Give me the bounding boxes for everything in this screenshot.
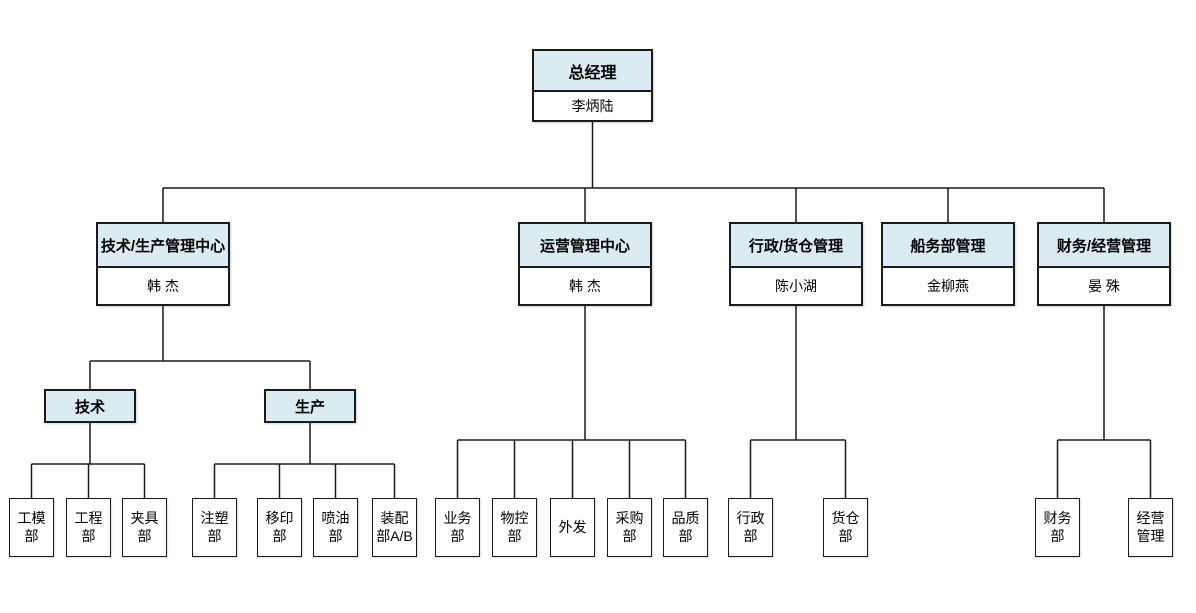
node-tech-production-center: 技术/生产管理中心 韩 杰 <box>96 222 230 306</box>
dept-assembly-ab: 装配部A/B <box>372 498 417 557</box>
dept-quality: 品质部 <box>663 498 708 557</box>
dept-injection-molding: 注塑部 <box>192 498 237 557</box>
dept-warehouse: 货仓部 <box>823 498 868 557</box>
node-admin-warehouse-management: 行政/货仓管理 陈小湖 <box>729 222 863 306</box>
node-person: 韩 杰 <box>147 278 179 294</box>
dept-business-management: 经营管理 <box>1128 498 1173 557</box>
node-title: 总经理 <box>534 51 651 92</box>
node-person: 陈小湖 <box>775 278 817 294</box>
node-title: 运营管理中心 <box>520 224 650 268</box>
dept-mold: 工模部 <box>9 498 54 557</box>
node-title: 财务/经营管理 <box>1039 224 1169 268</box>
node-technology-group: 技术 <box>44 389 136 423</box>
dept-pad-printing: 移印部 <box>257 498 302 557</box>
dept-engineering: 工程部 <box>66 498 111 557</box>
dept-administration: 行政部 <box>728 498 773 557</box>
dept-spray-painting: 喷油部 <box>313 498 358 557</box>
node-person: 晏 殊 <box>1088 278 1120 294</box>
dept-fixture: 夹具部 <box>122 498 167 557</box>
node-general-manager: 总经理 李炳陆 <box>532 49 653 122</box>
dept-outsourcing: 外发 <box>550 498 595 557</box>
node-operations-center: 运营管理中心 韩 杰 <box>518 222 652 306</box>
node-production-group: 生产 <box>264 389 356 423</box>
node-shipping-dept-management: 船务部管理 金柳燕 <box>881 222 1015 306</box>
node-finance-business-management: 财务/经营管理 晏 殊 <box>1037 222 1171 306</box>
dept-finance: 财务部 <box>1035 498 1080 557</box>
dept-material-control: 物控部 <box>492 498 537 557</box>
node-title: 技术/生产管理中心 <box>98 224 228 268</box>
node-person: 金柳燕 <box>927 278 969 294</box>
dept-purchasing: 采购部 <box>607 498 652 557</box>
node-title: 行政/货仓管理 <box>731 224 861 268</box>
node-person: 李炳陆 <box>571 98 614 114</box>
dept-business: 业务部 <box>435 498 480 557</box>
node-title: 船务部管理 <box>883 224 1013 268</box>
node-person: 韩 杰 <box>569 278 601 294</box>
